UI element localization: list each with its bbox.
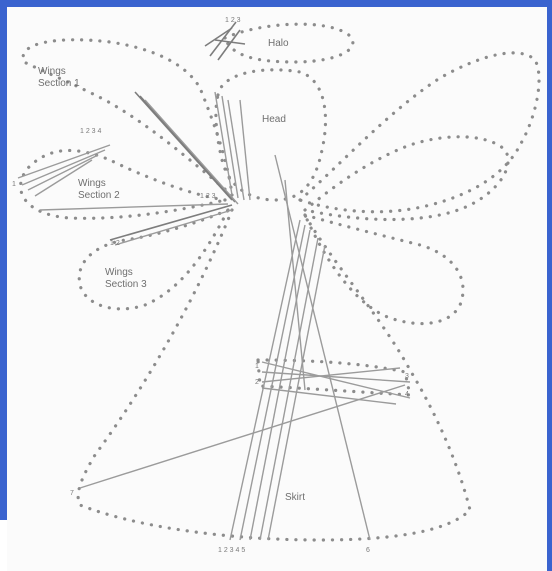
- head-label: Head: [262, 114, 286, 125]
- wings-section-1-strings: [135, 92, 238, 204]
- head-outline: [216, 70, 326, 200]
- svg-text:2: 2: [255, 379, 259, 386]
- halo-outline: [225, 24, 353, 62]
- svg-text:1 2 3 4: 1 2 3 4: [80, 128, 102, 135]
- window-frame-left: [0, 0, 7, 520]
- halo-nail-cluster: [205, 22, 245, 60]
- svg-text:1 2: 1 2: [110, 240, 120, 247]
- right-wing-lower-outline: [305, 215, 463, 324]
- svg-text:1: 1: [255, 363, 259, 370]
- svg-text:1 2 3: 1 2 3: [200, 193, 216, 200]
- wings-section-2-label-line1: Wings: [78, 178, 106, 189]
- skirt-strings: [80, 155, 410, 540]
- halo-label: Halo: [268, 38, 289, 49]
- svg-text:4: 4: [405, 391, 409, 398]
- svg-text:6: 6: [366, 547, 370, 554]
- svg-text:1 2 3: 1 2 3: [225, 17, 241, 24]
- svg-text:1 2 3 4 5: 1 2 3 4 5: [218, 547, 245, 554]
- wings-section-3-label-line1: Wings: [105, 267, 133, 278]
- wings-section-2-strings: [18, 145, 228, 210]
- angel-string-art-diagram: 1 2 3 4 1 1 2 3 1 2 1 2 3 4 1 2 3 4 5 6 …: [7, 7, 547, 571]
- wings-section-2-label-line2: Section 2: [78, 190, 120, 201]
- right-wing-upper-outline: [300, 53, 539, 212]
- wings-section-2-outline: [21, 150, 225, 218]
- wings-section-1-label-line2: Section 1: [38, 78, 80, 89]
- nail-markers: 1 2 3 4 1 1 2 3 1 2 1 2 3 4 1 2 3 4 5 6 …: [12, 17, 409, 554]
- wings-section-1-label-line1: Wings: [38, 66, 66, 77]
- diagram-canvas: 1 2 3 4 1 1 2 3 1 2 1 2 3 4 1 2 3 4 5 6 …: [7, 7, 547, 571]
- window-frame-right: [547, 0, 552, 571]
- wings-section-3-label-line2: Section 3: [105, 279, 147, 290]
- right-wing-inner-outline: [305, 137, 508, 220]
- svg-text:7: 7: [70, 490, 74, 497]
- wings-section-3-outline: [79, 210, 228, 309]
- svg-text:1: 1: [12, 181, 16, 188]
- skirt-label: Skirt: [285, 492, 305, 503]
- window-frame-top: [0, 0, 552, 7]
- svg-text:3: 3: [405, 373, 409, 380]
- wings-section-3-strings: [110, 205, 232, 245]
